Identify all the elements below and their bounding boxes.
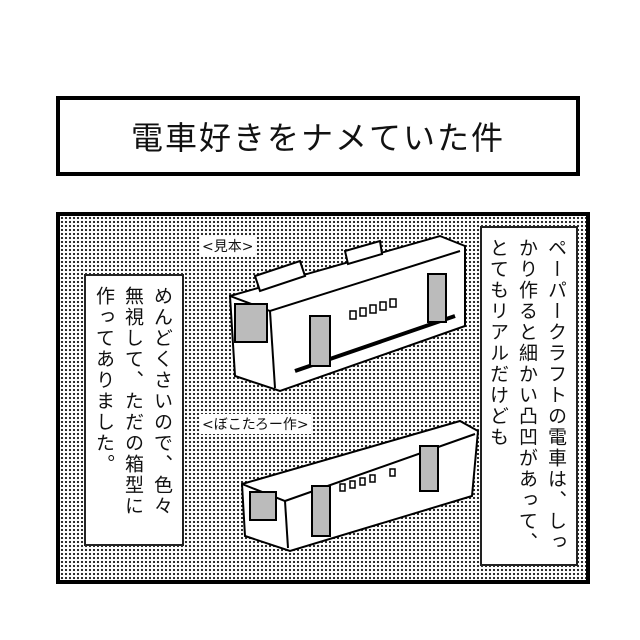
right-caption-box: ペーパークラフトの電車は、しっかり作ると細かい凸凹があって、とてもリアルだけども (480, 226, 578, 566)
sample-train-drawing (228, 234, 466, 393)
train-illustrations (228, 234, 480, 553)
handmade-train-drawing (240, 419, 480, 553)
sample-label: <見本> (200, 236, 256, 256)
left-caption-box: めんどくさいので、色々無視して、ただの箱型に作ってありました。 (84, 274, 184, 546)
comic-panel: <見本> <ぼこたろー作> めんどくさいので、色々無視して、ただの箱型に作ってあ… (56, 212, 590, 584)
author-label: <ぼこたろー作> (200, 414, 311, 434)
right-caption: ペーパークラフトの電車は、しっかり作ると細かい凸凹があって、とてもリアルだけども (487, 238, 567, 553)
title-box: 電車好きをナメていた件 (56, 96, 580, 176)
comic-title: 電車好きをナメていた件 (130, 119, 505, 157)
left-caption: めんどくさいので、色々無視して、ただの箱型に作ってありました。 (93, 286, 173, 517)
